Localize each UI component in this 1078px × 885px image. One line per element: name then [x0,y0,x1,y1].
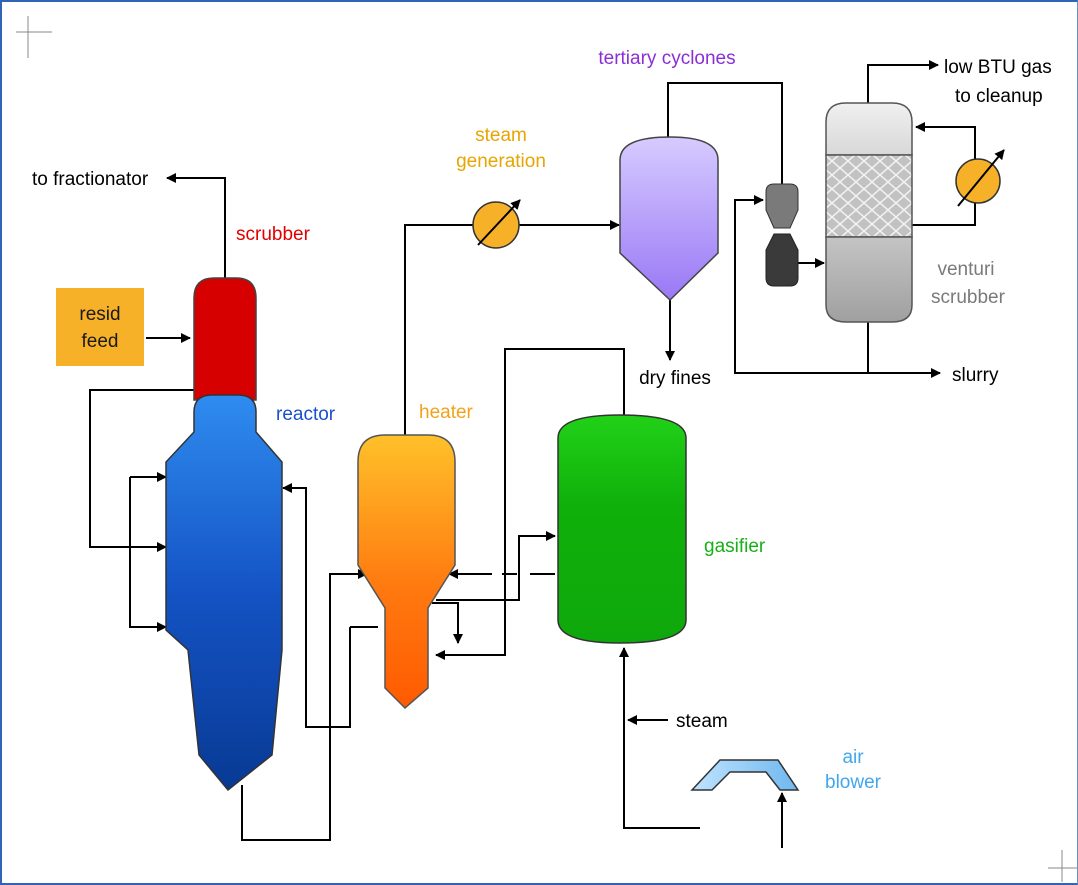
pipe-recycle-outer [89,389,198,552]
label-slurry: slurry [952,365,999,386]
label-dry-fines: dry fines [639,368,711,389]
corner-mark-bottom-right [1048,850,1078,882]
tertiary-cyclone-vessel [619,136,719,302]
heater-vessel [357,434,456,710]
label-steam-gen-2: generation [456,151,546,172]
resid-feed-box [56,288,144,366]
label-venturi-1: venturi [937,259,994,280]
label-steam: steam [676,711,728,732]
pipe-blower-to-gasifier [619,647,700,829]
pipe-recycle-inner [129,477,167,632]
corner-mark-top-left [16,16,52,58]
label-to-fractionator: to fractionator [32,169,149,190]
scrubber-vessel [193,277,257,401]
pipe-heater-to-reactor [282,483,351,728]
pipe-low-btu [867,60,939,103]
pipe-gasifier-to-heater [435,348,625,660]
pipe-reactor-to-heater [241,569,368,841]
label-air: air [842,747,864,768]
venturi-scrubber-column [825,102,913,323]
venturi-throat [765,183,799,287]
label-gasifier: gasifier [704,536,766,557]
reactor-vessel [165,394,283,792]
label-heater: heater [419,402,474,423]
pipe-heater-loop [432,602,463,644]
label-blower: blower [825,772,882,793]
label-resid: resid [79,304,120,325]
label-venturi-2: scrubber [931,287,1006,308]
pipe-cyclone-to-venturi [667,82,783,184]
label-scrubber: scrubber [236,224,311,245]
label-tertiary-cyclones: tertiary cyclones [598,48,735,69]
label-steam-gen-1: steam [475,125,527,146]
gasifier-vessel [557,414,687,644]
label-reactor: reactor [276,404,336,425]
pipe-heater-to-steam [404,224,473,435]
pipe-to-fractionator [166,173,226,278]
cooler-exchanger [955,149,1005,207]
steam-generation-exchanger [472,199,521,249]
air-blower [690,759,800,791]
pipe-heater-to-gasifier [436,531,556,601]
label-low-btu-1: low BTU gas [944,57,1052,78]
label-feed: feed [82,331,119,352]
label-low-btu-2: to cleanup [955,86,1043,107]
pipe-slurry [734,195,869,374]
